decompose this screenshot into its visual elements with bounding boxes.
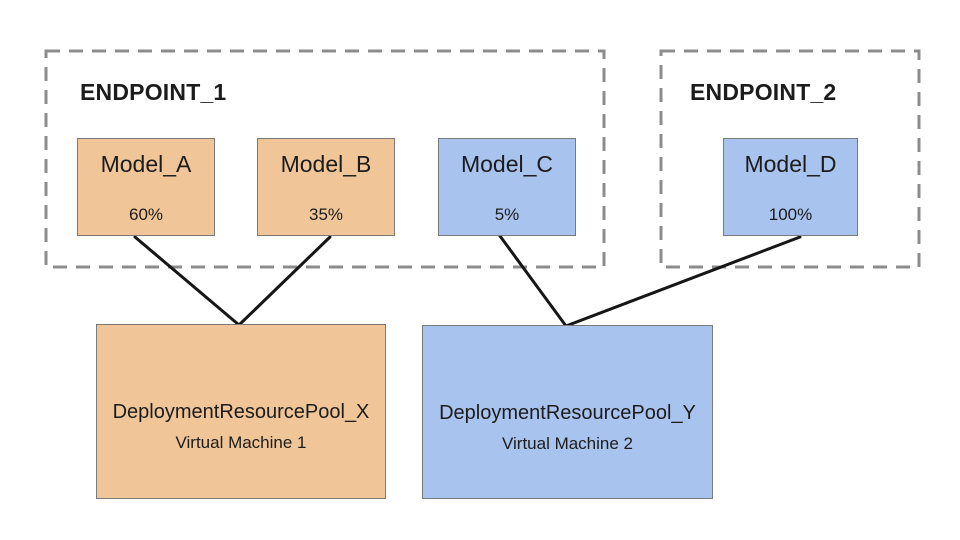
endpoint-2-dashed-border	[659, 49, 921, 269]
connector-model-d-pool-y	[564, 235, 802, 328]
model-c-name: Model_C	[460, 151, 554, 177]
model-d-name: Model_D	[744, 151, 837, 177]
deployment-resource-pool-x-box: DeploymentResourcePool_X Virtual Machine…	[96, 324, 386, 499]
model-d-traffic-percent: 100%	[768, 205, 813, 224]
model-a-name: Model_A	[100, 151, 192, 177]
pool-y-name: DeploymentResourcePool_Y	[439, 402, 696, 424]
endpoint-1-title: ENDPOINT_1	[80, 79, 227, 105]
endpoint-2-title: ENDPOINT_2	[690, 79, 837, 105]
model-c-box: Model_C 5%	[438, 138, 576, 236]
connector-model-c-pool-y	[498, 234, 568, 328]
model-b-box: Model_B 35%	[257, 138, 395, 236]
model-a-traffic-percent: 60%	[128, 205, 164, 224]
model-d-box: Model_D 100%	[723, 138, 858, 236]
pool-y-virtual-machine: Virtual Machine 2	[501, 434, 634, 453]
connector-model-a-pool-x	[133, 235, 241, 327]
pool-x-virtual-machine: Virtual Machine 1	[175, 433, 307, 452]
model-c-traffic-percent: 5%	[494, 205, 520, 224]
model-b-traffic-percent: 35%	[308, 205, 344, 224]
connector-model-b-pool-x	[237, 235, 332, 327]
model-b-name: Model_B	[280, 151, 372, 177]
endpoint-1-dashed-border	[44, 49, 606, 269]
pool-x-name: DeploymentResourcePool_X	[112, 401, 370, 423]
deployment-resource-pool-y-box: DeploymentResourcePool_Y Virtual Machine…	[422, 325, 713, 499]
model-a-box: Model_A 60%	[77, 138, 215, 236]
